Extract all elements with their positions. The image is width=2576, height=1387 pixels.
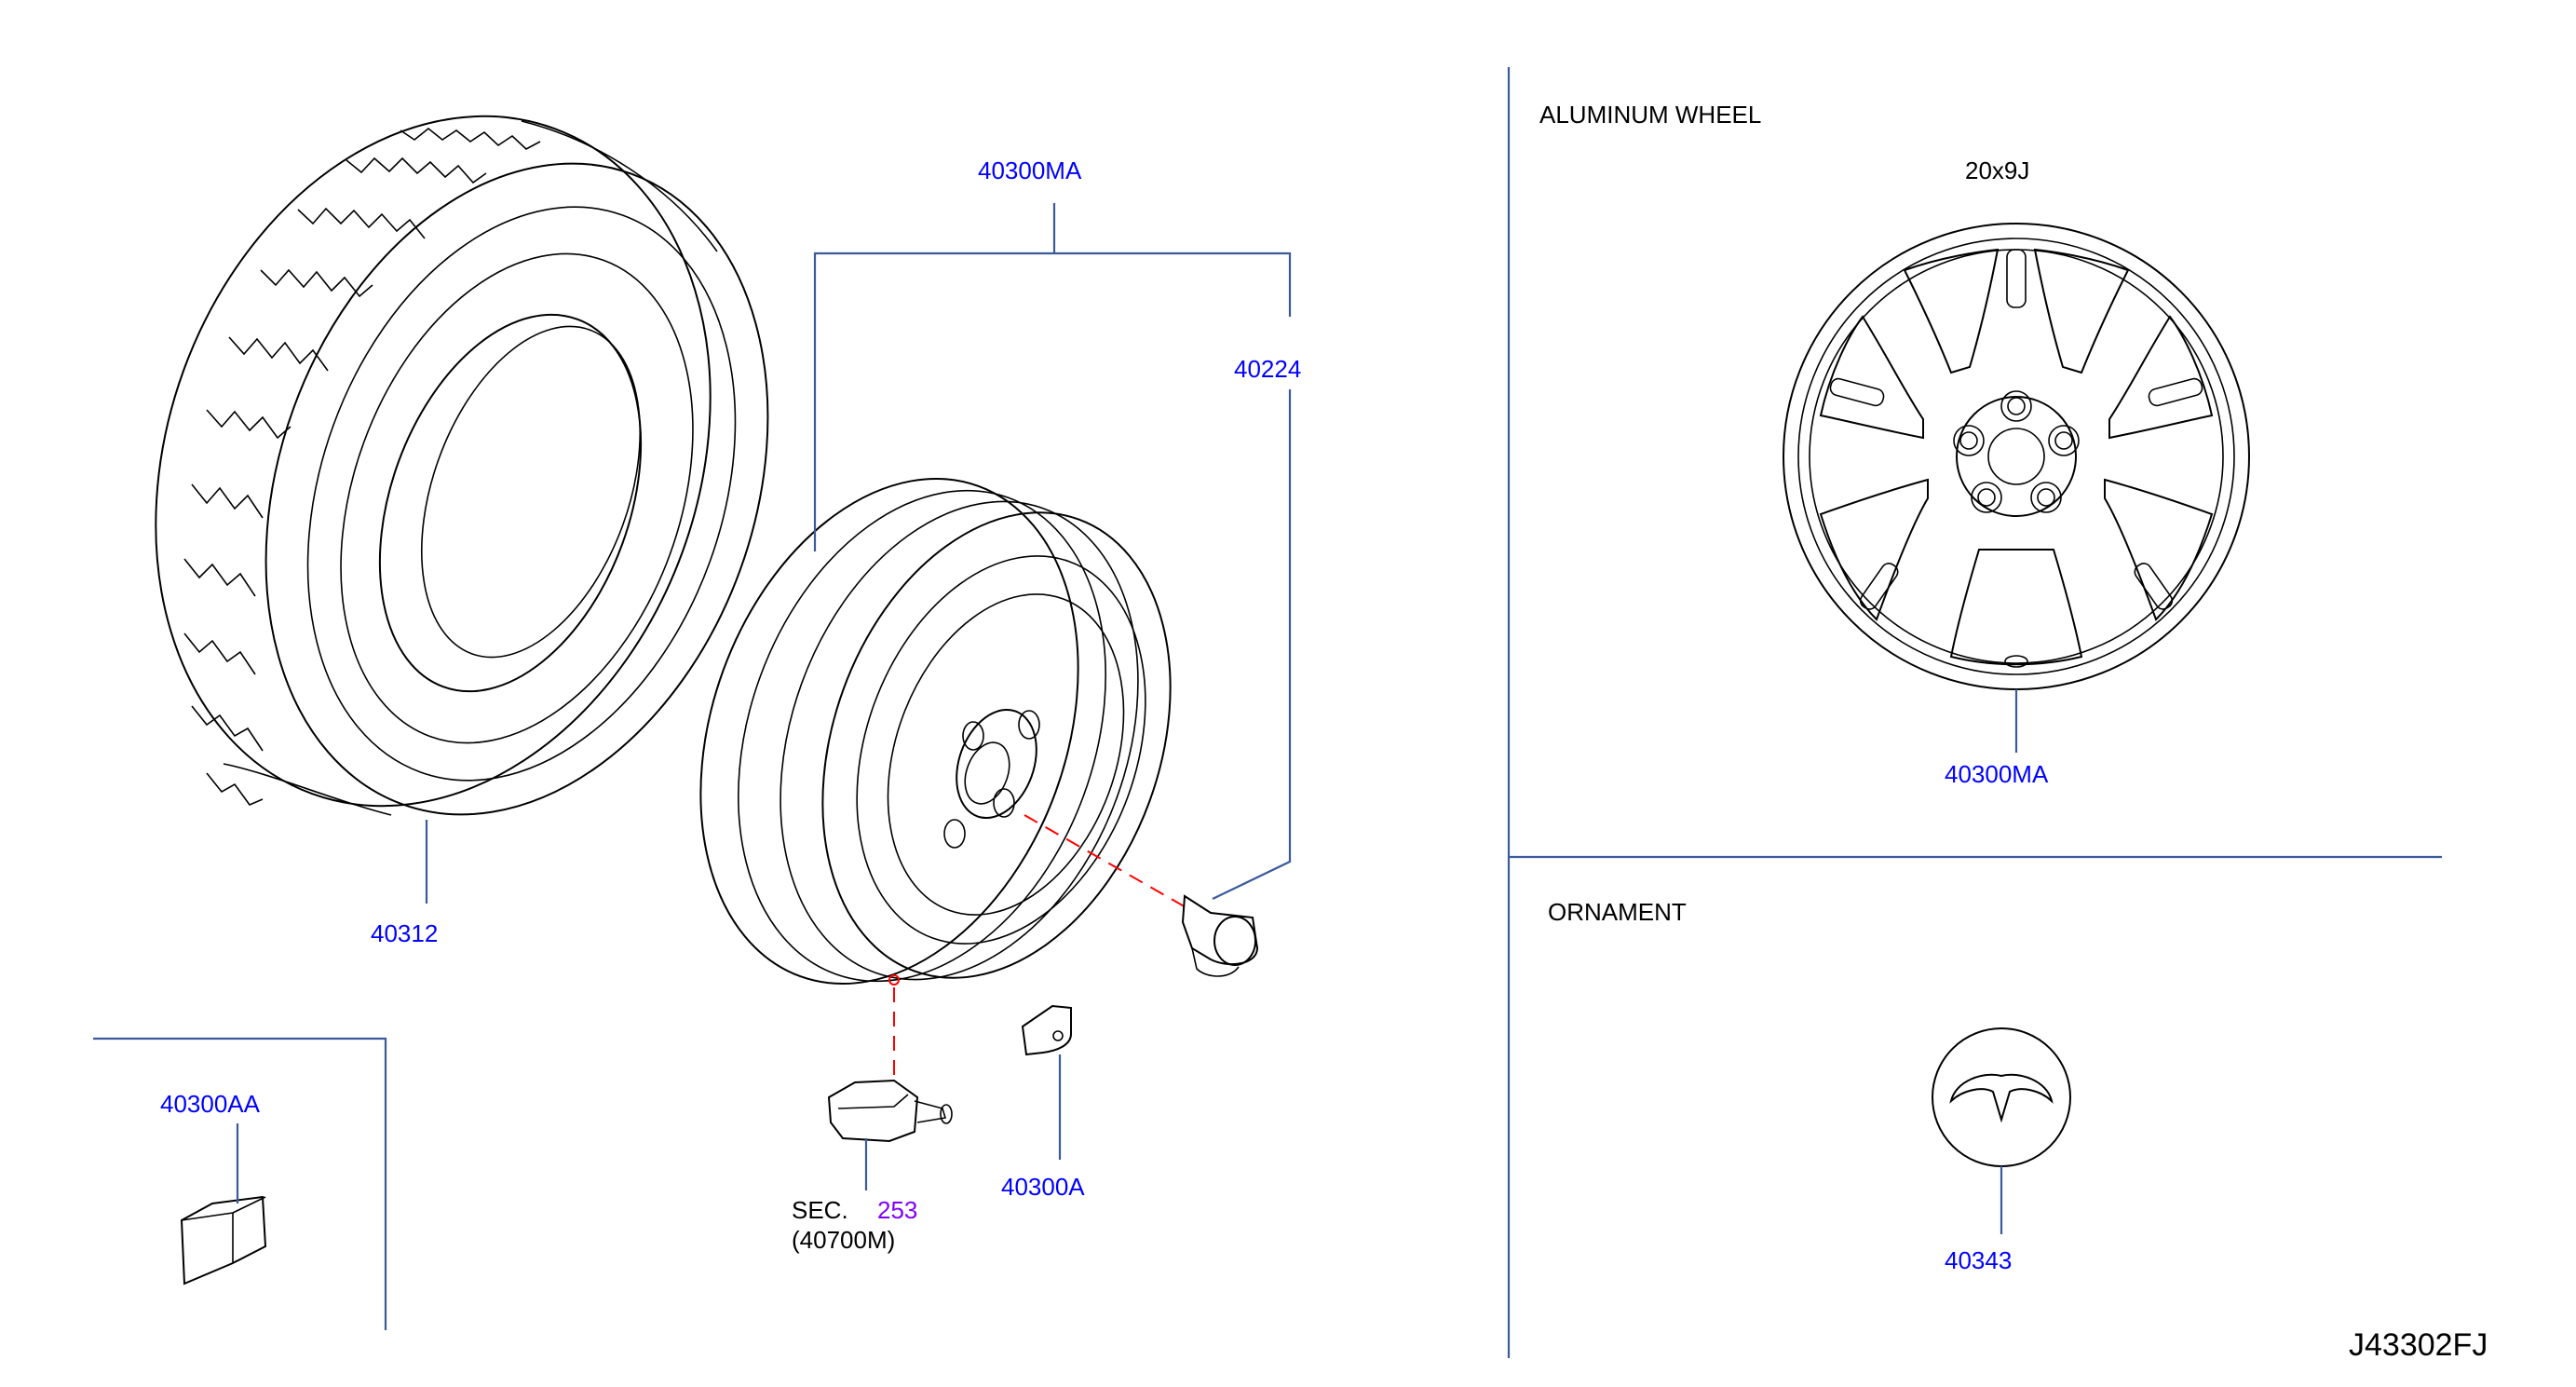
wheel-assembly-part-number[interactable]: 40300MA [978, 156, 1082, 184]
tire-drawing [155, 115, 769, 816]
section-dividers [93, 67, 2442, 1358]
ornament-title: ORNAMENT [1548, 898, 1687, 926]
drawing-code: J43302FJ [2349, 1327, 2488, 1363]
aluminum-wheel-drawing [1783, 223, 2250, 690]
aluminum-wheel-size: 20x9J [1965, 156, 2029, 184]
aluminum-wheel-part-number[interactable]: 40300MA [1945, 760, 2049, 788]
tpms-sensor-drawing [827, 987, 953, 1143]
adhesive-weight-part-number[interactable]: 40300AA [160, 1090, 261, 1118]
balance-weight-part-number[interactable]: 40300A [1001, 1173, 1085, 1201]
tire-part-number[interactable]: 40312 [371, 919, 438, 947]
aluminum-wheel-title: ALUMINUM WHEEL [1539, 101, 1761, 129]
wheel-assembly-bracket [813, 203, 1292, 900]
balance-weight-drawing [1021, 1004, 1072, 1056]
steel-wheel-drawing [699, 477, 1172, 986]
ornament-part-number[interactable]: 40343 [1945, 1246, 2012, 1274]
ornament-drawing [1932, 1027, 2071, 1167]
wheel-nut-part-number[interactable]: 40224 [1234, 355, 1301, 383]
sensor-part-ref: (40700M) [792, 1226, 895, 1254]
sensor-sec-label: SEC. [792, 1196, 848, 1224]
adhesive-weight-drawing [180, 1195, 267, 1285]
sensor-sec-number[interactable]: 253 [877, 1196, 917, 1224]
wheel-nut-drawing [1024, 814, 1259, 977]
